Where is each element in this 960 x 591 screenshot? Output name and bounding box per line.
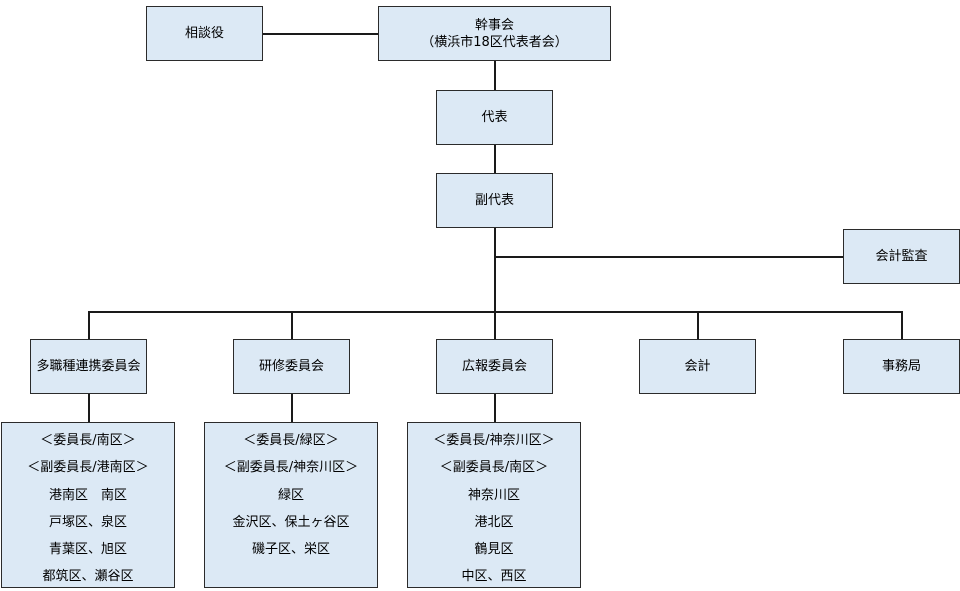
connector-bus-dept-5 [901,311,903,339]
board-subtitle: （横浜市18区代表者会） [421,34,568,50]
connector-bus-dept-2 [291,311,293,339]
member-item: 磯子区、栄区 [251,542,330,558]
member-item: 港北区 [474,514,514,530]
auditor-box: 会計監査 [843,229,960,284]
member-item: 戸塚区、泉区 [48,514,127,530]
connector-representative-vice [494,145,496,173]
member-item: ＜副委員長/港南区＞ [27,460,149,476]
vice-representative-label: 副代表 [474,193,514,208]
auditor-label: 会計監査 [875,249,928,264]
dept-box-1: 多職種連携委員会 [30,339,147,394]
dept-box-2: 研修委員会 [233,339,350,394]
dept-box-5: 事務局 [843,339,960,394]
connector-advisor-board [263,33,378,35]
board-box: 幹事会 （横浜市18区代表者会） [378,6,611,61]
dept-label: 広報委員会 [461,359,527,374]
dept-box-3: 広報委員会 [436,339,553,394]
connector-vice-trunk [494,228,496,311]
member-item: 鶴見区 [474,542,514,558]
member-list-2: ＜委員長/緑区＞ ＜副委員長/神奈川区＞ 緑区 金沢区、保土ヶ谷区 磯子区、栄区 [204,422,378,588]
member-list-3: ＜委員長/神奈川区＞ ＜副委員長/南区＞ 神奈川区 港北区 鶴見区 中区、西区 [407,422,581,588]
member-item: ＜委員長/緑区＞ [243,433,339,448]
member-item: 金沢区、保土ヶ谷区 [232,514,350,530]
representative-box: 代表 [436,90,553,145]
member-list-1: ＜委員長/南区＞ ＜副委員長/港南区＞ 港南区 南区 戸塚区、泉区 青葉区、旭区… [1,422,175,588]
advisor-label: 相談役 [184,26,224,41]
dept-label: 事務局 [881,359,921,374]
member-item: ＜委員長/神奈川区＞ [433,433,555,448]
member-item: 緑区 [277,487,304,503]
representative-label: 代表 [481,110,508,125]
dept-label: 研修委員会 [258,359,324,374]
member-item: 中区、西区 [461,569,527,585]
dept-label: 会計 [684,359,711,374]
vice-representative-box: 副代表 [436,173,553,228]
member-item: ＜委員長/南区＞ [40,433,136,448]
advisor-box: 相談役 [146,6,263,61]
connector-bus-dept-1 [88,311,90,339]
member-item: 港南区 南区 [48,487,127,503]
member-item: ＜副委員長/南区＞ [439,460,549,476]
connector-trunk-auditor [494,256,843,258]
member-item: 神奈川区 [467,487,520,503]
member-item: 都筑区、瀬谷区 [42,569,134,585]
member-item: 青葉区、旭区 [48,542,127,558]
dept-label: 多職種連携委員会 [36,359,141,374]
connector-bus-dept-3 [494,311,496,339]
connector-bus-dept-4 [697,311,699,339]
member-item: ＜副委員長/神奈川区＞ [223,460,359,476]
board-title: 幹事会 [474,17,514,33]
connector-dept-1-list [88,394,90,422]
connector-dept-3-list [494,394,496,422]
connector-board-representative [494,61,496,90]
dept-box-4: 会計 [639,339,756,394]
connector-dept-2-list [291,394,293,422]
